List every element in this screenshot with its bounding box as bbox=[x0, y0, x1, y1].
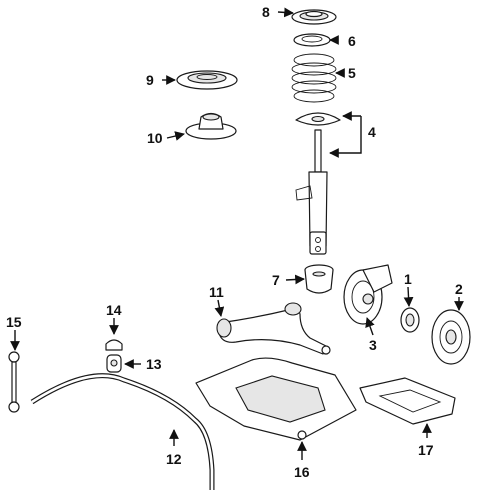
part-6-bearing[interactable] bbox=[293, 33, 331, 47]
callout-7: 7 bbox=[272, 272, 280, 288]
part-5-coil-spring[interactable] bbox=[291, 53, 337, 103]
part-15-stabilizer-link[interactable] bbox=[8, 351, 20, 413]
callout-12: 12 bbox=[166, 451, 182, 467]
part-17-reinforcement[interactable] bbox=[359, 377, 456, 425]
callout-1: 1 bbox=[404, 271, 412, 287]
part-4-strut-assembly[interactable] bbox=[295, 112, 341, 255]
part-9-spring-seat[interactable] bbox=[176, 70, 238, 90]
callout-17: 17 bbox=[418, 442, 434, 458]
callout-3: 3 bbox=[369, 337, 377, 353]
callout-9: 9 bbox=[146, 72, 154, 88]
part-7-boot[interactable] bbox=[304, 264, 334, 294]
callout-13: 13 bbox=[146, 356, 162, 372]
callout-15: 15 bbox=[6, 314, 22, 330]
part-10-strut-mount[interactable] bbox=[185, 112, 237, 140]
part-3-knuckle[interactable] bbox=[343, 264, 393, 325]
callout-labels: 8 6 5 9 4 10 7 11 1 2 3 15 14 13 12 16 1… bbox=[6, 4, 463, 480]
part-2-hub[interactable] bbox=[431, 309, 471, 365]
part-16-subframe[interactable] bbox=[195, 357, 357, 441]
part-11-control-arm[interactable] bbox=[216, 302, 331, 355]
leader-lines bbox=[10, 7, 464, 460]
callout-2: 2 bbox=[455, 281, 463, 297]
callout-4: 4 bbox=[368, 124, 376, 140]
part-13-bushing[interactable] bbox=[106, 354, 122, 373]
part-12-stabilizer-bar[interactable] bbox=[30, 373, 215, 490]
callout-5: 5 bbox=[348, 65, 356, 81]
callout-16: 16 bbox=[294, 464, 310, 480]
part-1-wheel-bearing[interactable] bbox=[400, 307, 420, 333]
callout-14: 14 bbox=[106, 302, 122, 318]
callout-10: 10 bbox=[147, 130, 163, 146]
part-8-upper-mount[interactable] bbox=[291, 9, 337, 25]
part-14-bracket[interactable] bbox=[105, 339, 123, 351]
callout-8: 8 bbox=[262, 4, 270, 20]
callout-6: 6 bbox=[348, 33, 356, 49]
callout-11: 11 bbox=[209, 284, 224, 300]
